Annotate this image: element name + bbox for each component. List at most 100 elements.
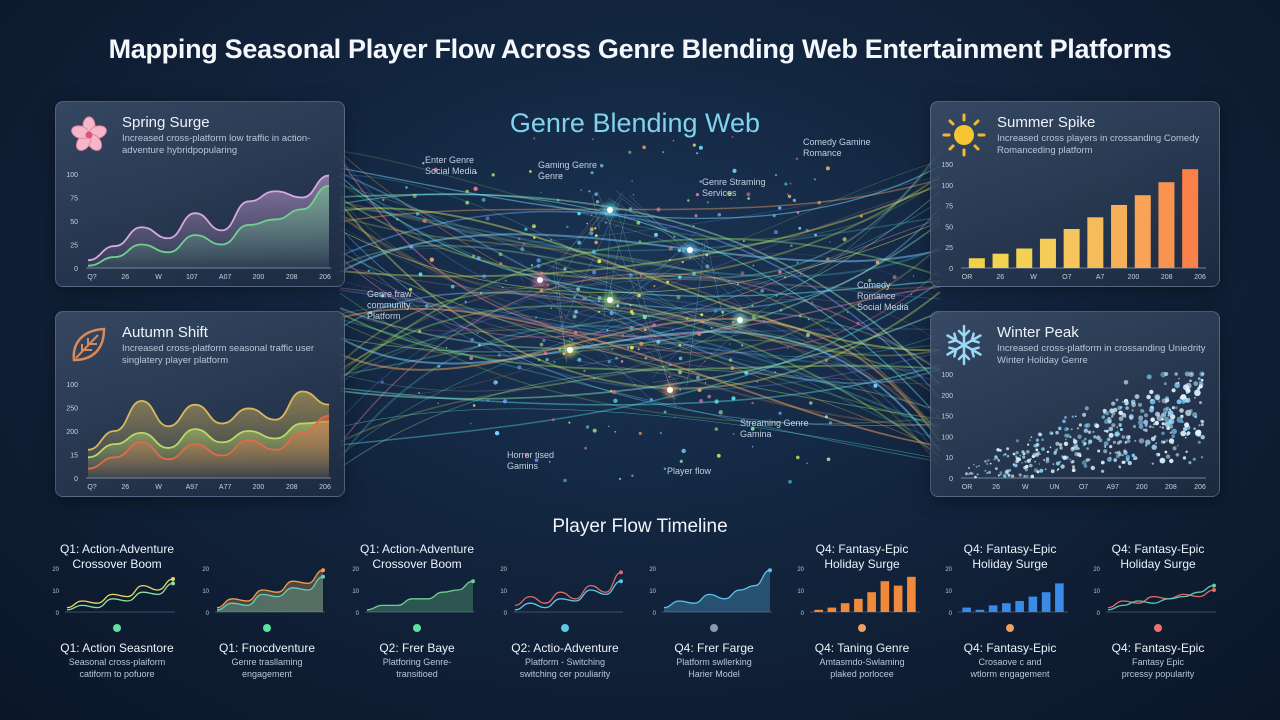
winter-point (1049, 446, 1052, 449)
winter-point (1193, 427, 1196, 430)
winter-point (1138, 402, 1142, 407)
winter-point (1100, 460, 1105, 465)
network-edge (540, 262, 730, 329)
winter-point (1006, 447, 1010, 451)
network-node (551, 418, 555, 422)
network-node (499, 262, 503, 266)
network-node (732, 168, 737, 173)
winter-point (1149, 407, 1154, 413)
winter-point (1063, 441, 1069, 446)
network-node (571, 338, 574, 341)
network-node (740, 271, 745, 276)
mini-bar (840, 603, 850, 612)
network-node (539, 288, 544, 292)
winter-point (1179, 396, 1184, 400)
flow-stream (340, 269, 940, 354)
network-node (520, 247, 525, 252)
network-node (405, 186, 408, 189)
network-node (637, 293, 641, 298)
summer-xtick: 200 (1128, 274, 1140, 281)
network-node (699, 399, 703, 403)
network-node (533, 236, 536, 239)
network-node (590, 214, 593, 216)
summer-bar (968, 258, 985, 268)
winter-point (1015, 451, 1019, 455)
winter-point (1109, 445, 1113, 449)
timeline-heading: Q1: Action-Adventure Crossover Boom (59, 542, 175, 571)
network-node (796, 211, 800, 214)
hub-node (567, 347, 573, 353)
winter-point (1177, 381, 1180, 384)
winter-point (1127, 461, 1132, 466)
network-node (595, 200, 600, 204)
winter-point (1146, 374, 1152, 380)
winter-point (1180, 430, 1187, 437)
network-node (566, 225, 569, 229)
winter-point (1022, 452, 1026, 456)
network-node (472, 238, 474, 240)
timeline-heading: Q4: Fantasy-Epic Holiday Surge (815, 542, 909, 571)
network-node (751, 401, 754, 405)
timeline-label-desc: Genre trasllaming engagement (231, 657, 303, 679)
network-node (727, 191, 732, 196)
winter-point (1117, 432, 1121, 436)
winter-point (1184, 371, 1190, 377)
winter-point (984, 469, 987, 472)
network-node (690, 239, 692, 241)
winter-point (1078, 423, 1082, 427)
network-node (705, 253, 709, 257)
winter-point (1164, 450, 1168, 454)
network-node (585, 297, 587, 299)
network-node (772, 214, 776, 218)
summer-title: Summer Spike (997, 114, 1096, 131)
winter-point (1029, 463, 1033, 468)
winter-point (1035, 438, 1039, 442)
mini-end-point (619, 570, 623, 575)
network-node (740, 344, 744, 347)
winter-point (1138, 424, 1144, 429)
network-node (732, 433, 735, 435)
winter-point (1185, 397, 1191, 403)
network-node (472, 404, 476, 407)
winter-desc: Increased cross-platform in crossanding … (997, 343, 1206, 366)
network-node (479, 291, 483, 295)
network-node (784, 182, 788, 186)
flow-stream (340, 200, 940, 457)
mini-bar (962, 607, 971, 612)
winter-point (1119, 428, 1123, 431)
network-node (465, 189, 469, 193)
network-node (679, 389, 681, 391)
mini-line (66, 582, 174, 611)
winter-point (1185, 450, 1188, 453)
summer-ytick: 150 (941, 162, 953, 169)
winter-point (1015, 459, 1019, 464)
network-node (685, 317, 689, 320)
mini-bar (814, 609, 823, 612)
network-node (582, 297, 586, 301)
web-label: Genre Straming Services (702, 177, 766, 198)
mini-bar (1041, 592, 1051, 612)
network-edge (618, 317, 679, 384)
network-node (614, 430, 617, 433)
winter-point (1169, 431, 1172, 434)
winter-point (1199, 401, 1202, 405)
timeline-label-desc: Seasonal cross-plaiform catiform to pofu… (68, 657, 166, 679)
winter-point (1163, 382, 1167, 386)
network-node (470, 337, 474, 342)
flow-stream (340, 324, 940, 459)
network-node (550, 307, 553, 310)
network-node (692, 143, 696, 147)
timeline-heading: Q4: Fantasy-Epic Holiday Surge (1111, 542, 1205, 571)
winter-point (1171, 388, 1176, 393)
winter-point (1199, 371, 1205, 377)
winter-point (1149, 425, 1152, 428)
network-node (751, 445, 754, 448)
winter-point (1101, 415, 1105, 419)
web-label: Comedy Gamine Romance (803, 137, 871, 158)
winter-point (1088, 442, 1090, 445)
winter-point (1171, 406, 1175, 410)
flow-stream (340, 321, 940, 399)
network-node (811, 301, 814, 304)
winter-point (1026, 458, 1031, 463)
